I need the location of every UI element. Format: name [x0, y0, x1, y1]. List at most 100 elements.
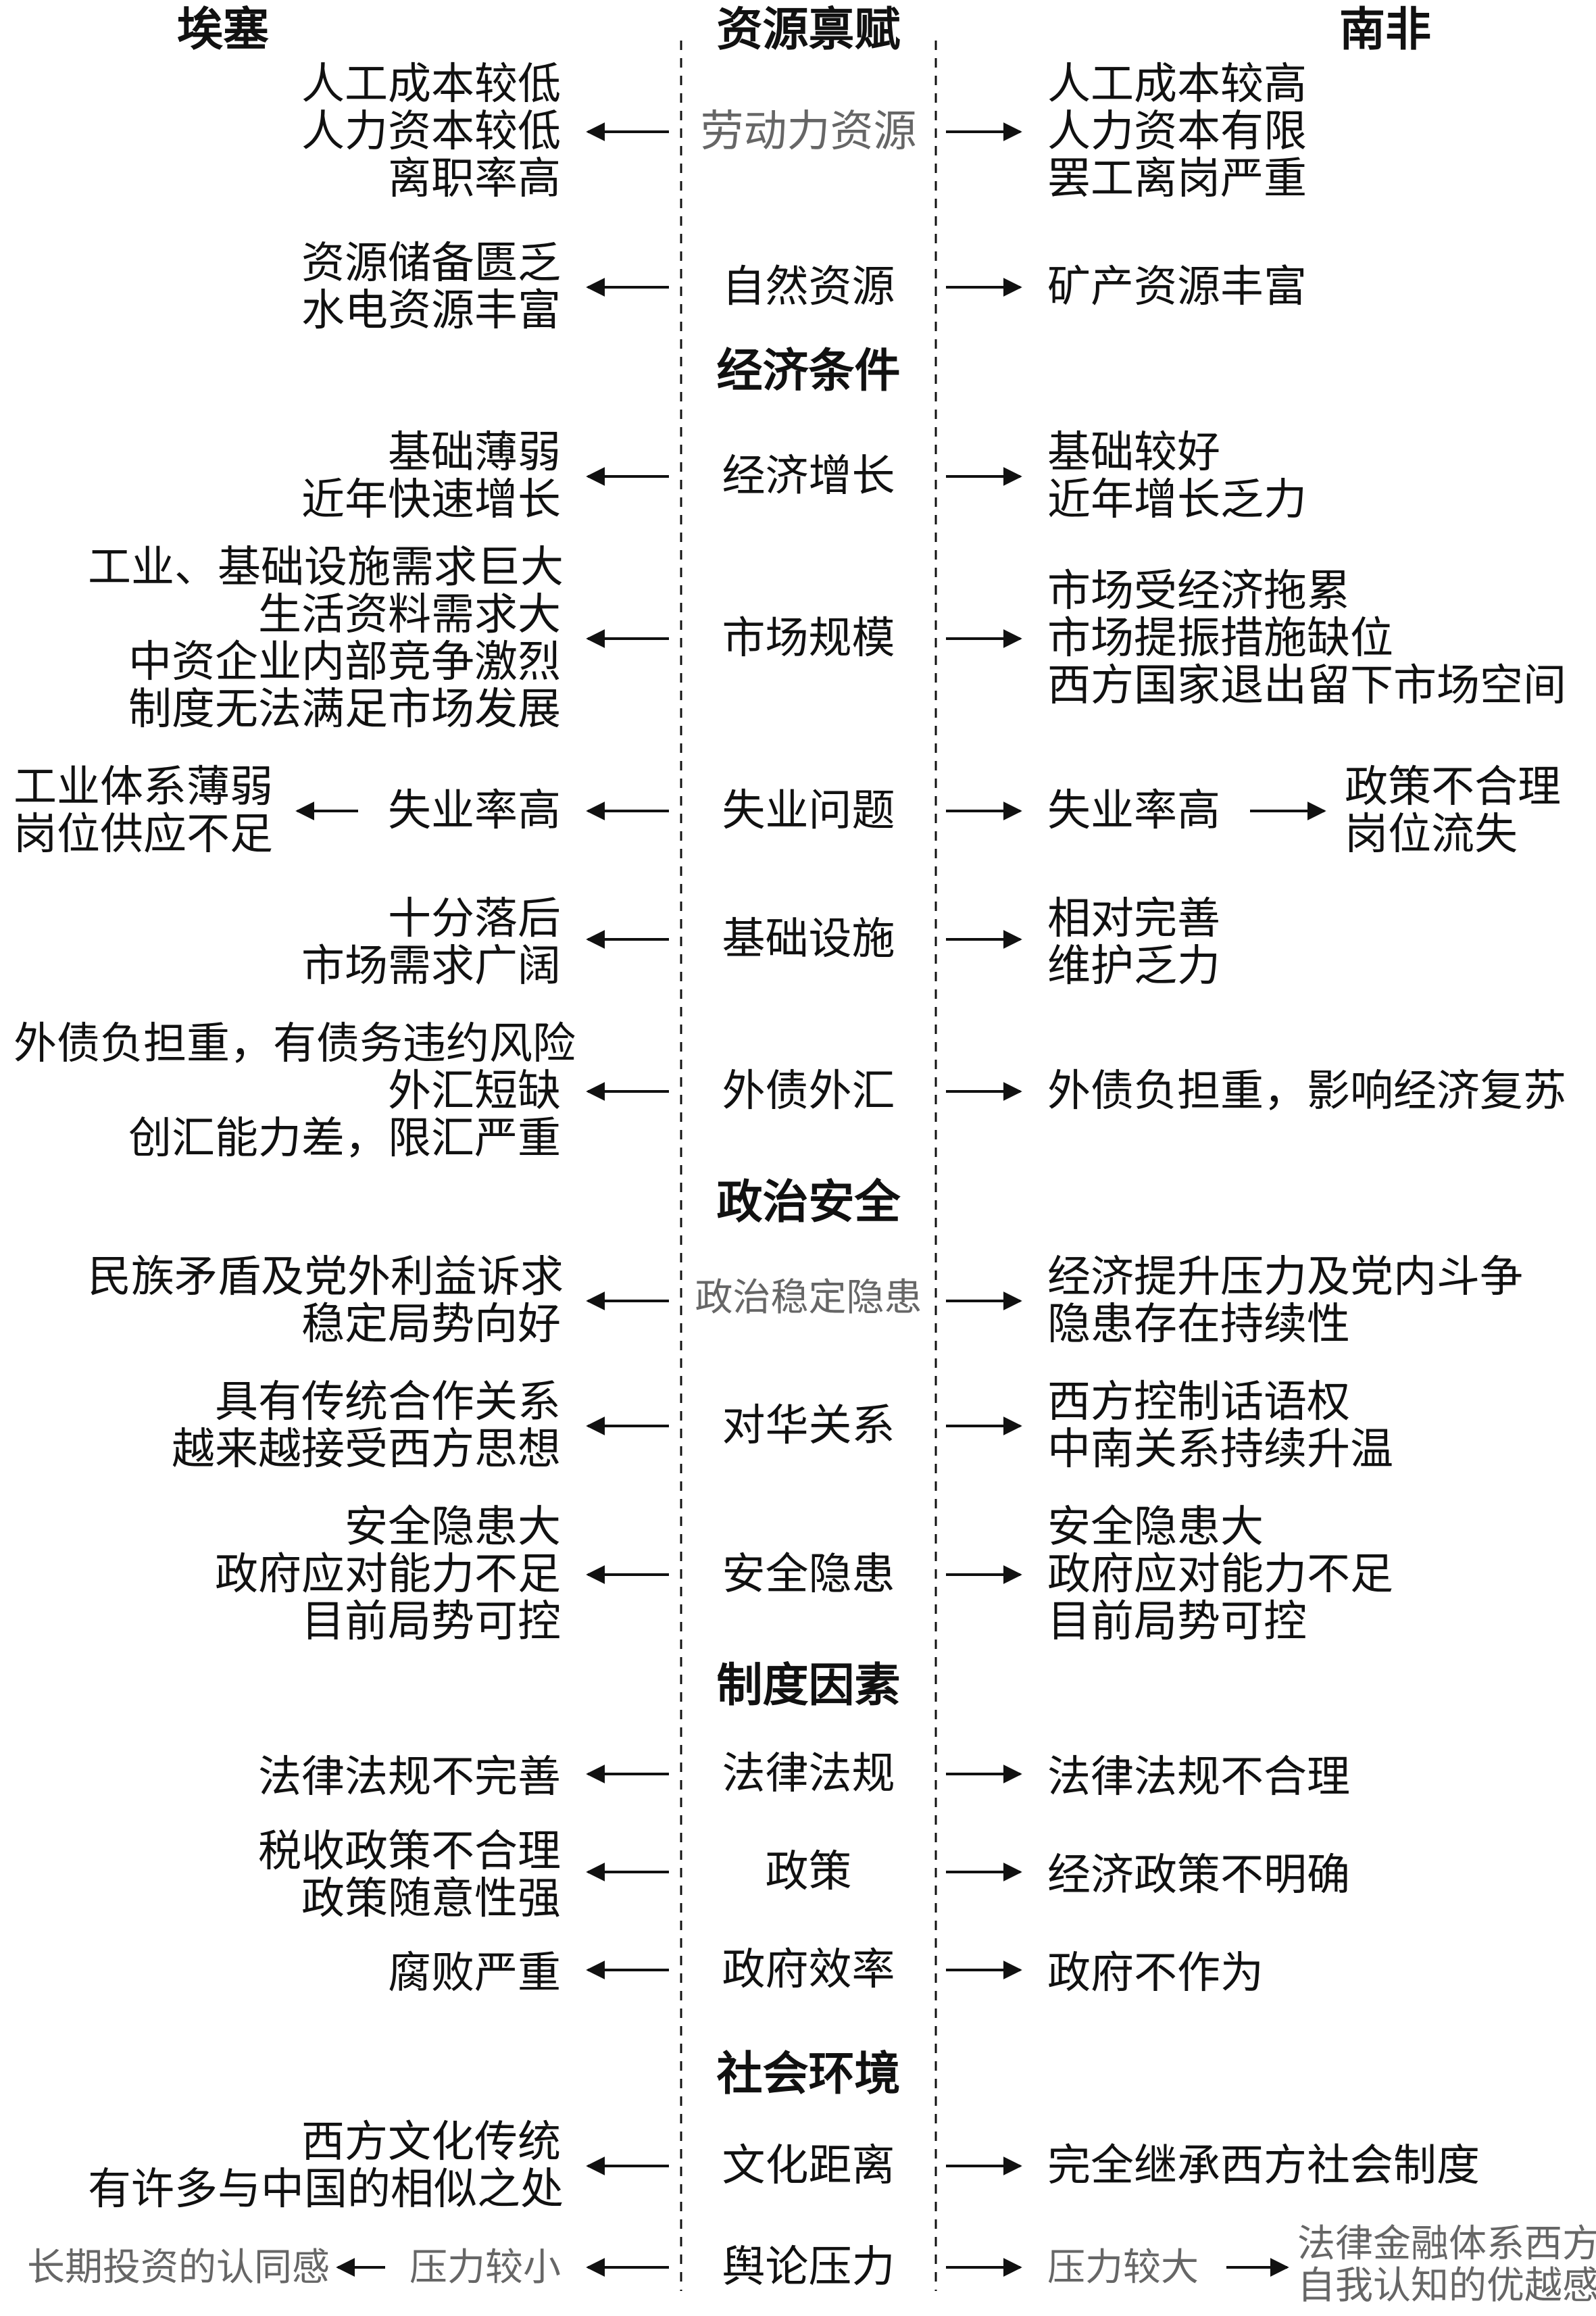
right-political-2: 隐患存在持续性	[1047, 1300, 1350, 1350]
left-security-2: 政府应对能力不足	[215, 1550, 561, 1600]
right-market-2: 市场提振措施缺位	[1047, 614, 1393, 664]
center-laws: 法律法规	[722, 1749, 895, 1799]
right-natural-1: 矿产资源丰富	[1047, 262, 1307, 312]
center-natural: 自然资源	[722, 262, 895, 312]
left-security-3: 目前局势可控	[301, 1597, 561, 1647]
right-security-1: 安全隐患大	[1047, 1502, 1264, 1552]
right-opinion-outer: 法律金融体系西方化 自我认知的优越感	[1297, 2222, 1596, 2308]
left-policy-1: 税收政策不合理	[258, 1827, 561, 1877]
section-institutions: 制度因素	[716, 1659, 901, 1713]
right-political-1: 经济提升压力及党内斗争	[1047, 1252, 1523, 1302]
left-labor-1: 人工成本较低	[301, 59, 561, 109]
right-market-1: 市场受经济拖累	[1047, 566, 1350, 616]
left-china-relations-1: 具有传统合作关系	[215, 1377, 561, 1427]
left-market-3: 中资企业内部竞争激烈	[128, 637, 561, 687]
right-unemployment-outer-2: 岗位流失	[1345, 810, 1518, 860]
left-growth-2: 近年快速增长	[301, 475, 561, 525]
center-debt: 外债外汇	[722, 1066, 895, 1116]
left-unemployment-outer-2: 岗位供应不足	[14, 810, 273, 860]
section-economy: 经济条件	[716, 345, 901, 398]
left-debt-2: 外汇短缺	[388, 1066, 561, 1116]
left-unemployment-outer-1: 工业体系薄弱	[14, 762, 273, 812]
left-culture-1: 西方文化传统	[301, 2117, 561, 2167]
right-labor-3: 罢工离岗严重	[1047, 154, 1307, 204]
center-growth: 经济增长	[722, 451, 895, 501]
left-unemployment-outer: 工业体系薄弱 岗位供应不足	[14, 764, 284, 858]
left-security: 安全隐患大 政府应对能力不足 目前局势可控	[155, 1504, 561, 1646]
right-infrastructure-1: 相对完善	[1047, 894, 1220, 944]
right-debt: 外债负担重，影响经济复苏	[1047, 1068, 1574, 1115]
left-security-1: 安全隐患大	[345, 1502, 561, 1552]
left-market-1: 工业、基础设施需求巨大	[88, 543, 564, 593]
center-gov-efficiency: 政府效率	[722, 1945, 895, 1995]
section-resources: 资源禀赋	[716, 3, 901, 57]
right-labor: 人工成本较高 人力资本有限 罢工离岗严重	[1047, 61, 1385, 203]
right-china-relations-2: 中南关系持续升温	[1047, 1425, 1393, 1475]
right-culture-1: 完全继承西方社会制度	[1047, 2141, 1480, 2191]
right-policy-1: 经济政策不明确	[1047, 1850, 1350, 1900]
right-unemployment-outer-1: 政策不合理	[1345, 762, 1561, 812]
right-china-relations-1: 西方控制话语权	[1047, 1377, 1350, 1427]
right-security-3: 目前局势可控	[1047, 1597, 1307, 1647]
section-society: 社会环境	[716, 2048, 901, 2101]
left-labor-2: 人力资本较低	[301, 107, 561, 157]
left-market: 工业、基础设施需求巨大 生活资料需求大 中资企业内部竞争激烈 制度无法满足市场发…	[88, 543, 564, 735]
center-political-stability: 政治稳定隐患	[695, 1276, 922, 1320]
center-market: 市场规模	[722, 614, 895, 664]
left-opinion-inner: 压力较小	[409, 2246, 561, 2290]
right-infrastructure: 相对完善 维护乏力	[1047, 895, 1385, 990]
right-labor-1: 人工成本较高	[1047, 59, 1307, 109]
right-gov-efficiency: 政府不作为	[1047, 1950, 1453, 1997]
left-debt-1: 外债负担重，有债务违约风险	[14, 1019, 576, 1069]
right-unemployment-inner: 失业率高	[1047, 786, 1220, 836]
right-opinion-inner: 压力较大	[1047, 2246, 1199, 2290]
left-political-2: 稳定局势向好	[301, 1300, 561, 1350]
left-political-1: 民族矛盾及党外利益诉求	[88, 1252, 564, 1302]
right-unemployment-outer: 政策不合理 岗位流失	[1345, 764, 1574, 858]
right-debt-1: 外债负担重，影响经济复苏	[1047, 1066, 1566, 1116]
left-china-relations: 具有传统合作关系 越来越接受西方思想	[88, 1379, 561, 1473]
right-growth: 基础较好 近年增长乏力	[1047, 429, 1385, 524]
left-growth: 基础薄弱 近年快速增长	[257, 429, 561, 524]
left-market-4: 制度无法满足市场发展	[128, 685, 561, 735]
left-natural-1: 资源储备匮乏	[301, 239, 561, 289]
left-market-2: 生活资料需求大	[258, 590, 561, 640]
center-security: 安全隐患	[722, 1550, 895, 1600]
right-gov-efficiency-1: 政府不作为	[1047, 1948, 1264, 1998]
center-infrastructure: 基础设施	[722, 914, 895, 964]
right-political: 经济提升压力及党内斗争 隐患存在持续性	[1047, 1254, 1574, 1348]
right-market: 市场受经济拖累 市场提振措施缺位 西方国家退出留下市场空间	[1047, 568, 1574, 710]
center-policy: 政策	[765, 1847, 852, 1897]
header-right: 南非	[1339, 3, 1431, 57]
left-unemployment-inner: 失业率高	[388, 786, 561, 836]
right-growth-2: 近年增长乏力	[1047, 475, 1307, 525]
left-culture: 西方文化传统 有许多与中国的相似之处	[88, 2117, 564, 2215]
left-opinion-outer: 长期投资的认同感	[27, 2246, 330, 2290]
right-opinion-outer-2: 自我认知的优越感	[1297, 2264, 1596, 2308]
left-culture-2: 有许多与中国的相似之处	[88, 2165, 564, 2215]
center-unemployment: 失业问题	[722, 786, 895, 836]
right-culture: 完全继承西方社会制度	[1047, 2142, 1574, 2190]
right-growth-1: 基础较好	[1047, 428, 1220, 478]
center-public-opinion: 舆论压力	[722, 2242, 895, 2292]
right-laws: 法律法规不合理	[1047, 1754, 1453, 1801]
left-gov-efficiency-1: 腐败严重	[388, 1948, 561, 1998]
left-natural-2: 水电资源丰富	[301, 286, 561, 336]
left-labor-3: 离职率高	[388, 154, 561, 204]
right-opinion-outer-1: 法律金融体系西方化	[1297, 2222, 1596, 2266]
section-politics: 政治安全	[716, 1176, 901, 1229]
left-laws-1: 法律法规不完善	[258, 1752, 561, 1802]
right-security-2: 政府应对能力不足	[1047, 1550, 1393, 1600]
center-china-relations: 对华关系	[722, 1401, 895, 1451]
right-labor-2: 人力资本有限	[1047, 107, 1307, 157]
left-infrastructure: 十分落后 市场需求广阔	[257, 895, 561, 990]
center-culture: 文化距离	[722, 2141, 895, 2191]
right-market-3: 西方国家退出留下市场空间	[1047, 661, 1566, 711]
left-opinion-outer-1: 长期投资的认同感	[27, 2246, 330, 2290]
left-policy: 税收政策不合理 政策随意性强	[203, 1828, 561, 1923]
left-labor: 人工成本较低 人力资本较低 离职率高	[257, 61, 561, 203]
left-growth-1: 基础薄弱	[388, 428, 561, 478]
left-infrastructure-1: 十分落后	[388, 894, 561, 944]
right-china-relations: 西方控制话语权 中南关系持续升温	[1047, 1379, 1574, 1473]
right-policy: 经济政策不明确	[1047, 1852, 1453, 1899]
